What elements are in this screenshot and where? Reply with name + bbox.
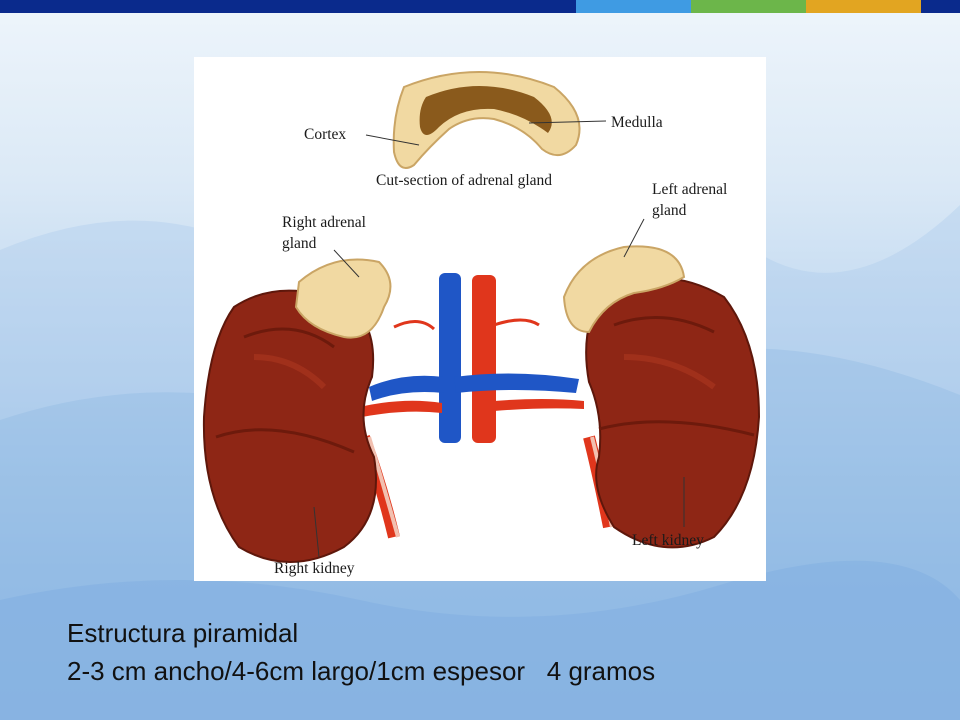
top-bar-navy-end [921,0,960,13]
top-bar-navy [0,0,576,13]
label-left-adrenal-2: gland [652,202,687,219]
label-right-kidney: Right kidney [274,560,355,577]
label-medulla: Medulla [611,114,663,131]
label-right-adrenal-2: gland [282,235,317,252]
top-bar-gold [806,0,921,13]
label-cortex: Cortex [304,126,346,143]
top-bar-blue [576,0,691,13]
label-left-adrenal-1: Left adrenal [652,181,727,198]
right-adrenal-gland [294,258,392,339]
kidney-adrenal-diagram: Cortex Medulla Cut-section of adrenal gl… [194,57,766,581]
adrenal-cut-section [392,71,581,169]
top-bar-green [691,0,806,13]
caption-line-2: 2-3 cm ancho/4-6cm largo/1cm espesor 4 g… [67,656,656,686]
label-right-adrenal-1: Right adrenal [282,214,366,231]
label-cut-section: Cut-section of adrenal gland [376,172,552,189]
left-adrenal-gland [562,245,686,334]
left-kidney [585,277,761,549]
label-left-kidney: Left kidney [632,532,704,549]
caption-line-1: Estructura piramidal [67,618,299,648]
